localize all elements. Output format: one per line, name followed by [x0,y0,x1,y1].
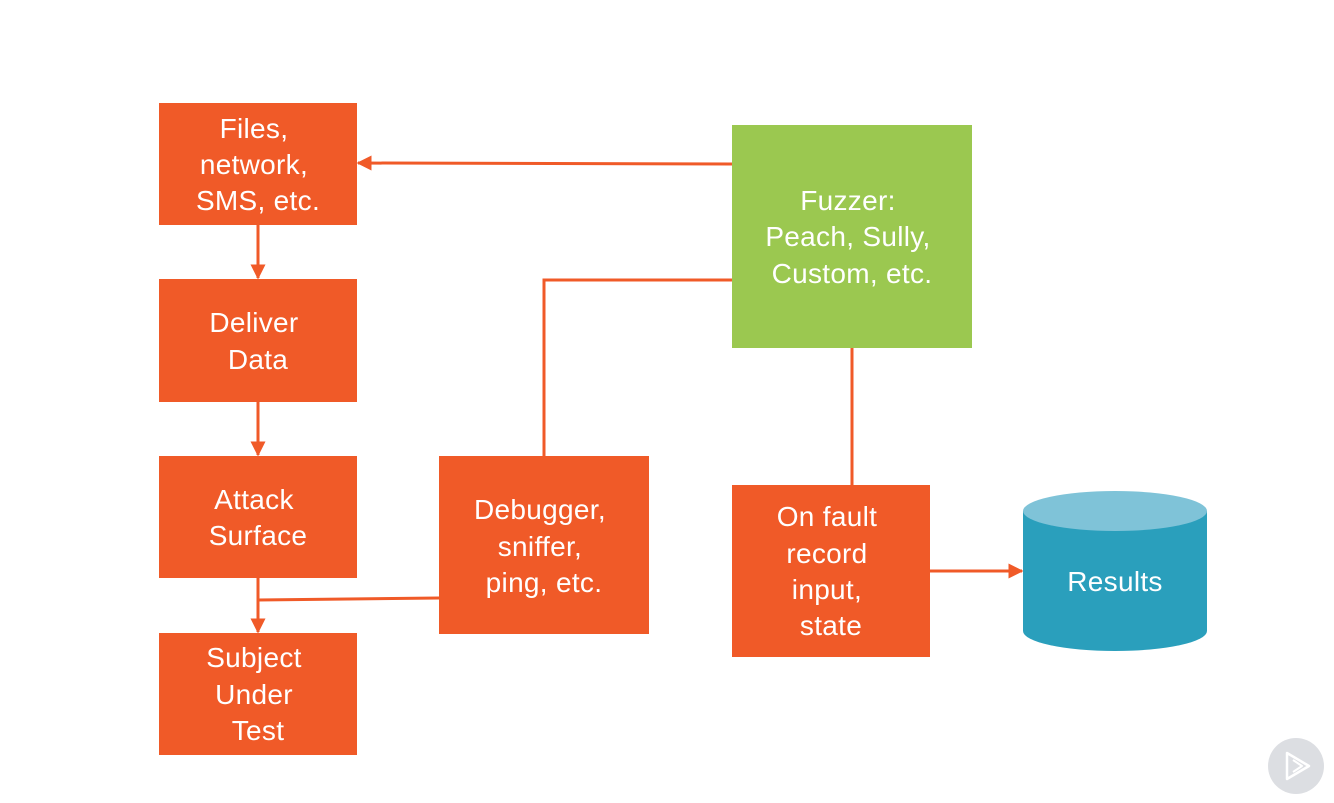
onfault-label-line: state [800,610,862,641]
line-debugger-to-subject-path [257,596,440,602]
onfault-label-line: record [786,538,867,569]
results-cylinder-body [1023,511,1207,651]
arrow-fuzzer-to-files [356,155,733,171]
node-deliver-data: Deliver Data [159,279,357,402]
play-badge[interactable] [1268,738,1324,794]
node-subject-under-test: Subject Under Test [159,633,357,755]
node-fuzzer: Fuzzer: Peach, Sully, Custom, etc. [732,125,972,348]
debugger-label-line: ping, etc. [486,567,603,598]
files-label-line: Files, [220,113,289,144]
debugger-label: Debugger, sniffer, ping, etc. [474,494,614,598]
fuzzer-label-line: Peach, Sully, [765,221,930,252]
play-icon [1285,751,1311,781]
fuzzer-label-line: Fuzzer: [800,185,895,216]
onfault-label-line: input, [792,574,862,605]
files-label: Files, network, SMS, etc. [196,113,320,216]
node-on-fault: On fault record input, state [732,485,930,657]
files-box [159,103,357,225]
subject-label-line: Test [232,715,285,746]
connectors [250,155,1024,634]
attack-label-line: Attack [214,484,294,515]
onfault-label: On fault record input, state [777,501,886,641]
files-label-line: network, [200,149,308,180]
fuzzer-box [732,125,972,348]
node-attack-surface: Attack Surface [159,456,357,578]
subject-label-line: Under [215,679,293,710]
results-label: Results [1067,566,1162,597]
onfault-box [732,485,930,657]
deliver-label-line: Data [228,344,288,375]
results-cylinder-top [1023,491,1207,531]
files-label-line: SMS, etc. [196,185,320,216]
line-fuzzer-to-debugger [542,278,732,456]
subject-label: Subject Under Test [206,642,310,746]
deliver-label-line: Deliver [209,307,298,338]
debugger-box [439,456,649,634]
onfault-label-line: On fault [777,501,877,532]
deliver-label: Deliver Data [209,307,306,375]
node-files: Files, network, SMS, etc. [159,103,357,225]
deliver-box [159,279,357,402]
subject-box [159,633,357,755]
subject-label-line: Subject [206,642,302,673]
node-results: Results [1023,491,1207,651]
results-label-line: Results [1067,566,1162,597]
fuzzer-label: Fuzzer: Peach, Sully, Custom, etc. [765,185,938,289]
attack-label: Attack Surface [209,484,308,551]
node-debugger: Debugger, sniffer, ping, etc. [439,456,649,634]
debugger-label-line: Debugger, [474,494,606,525]
debugger-label-line: sniffer, [498,531,582,562]
attack-box [159,456,357,578]
fuzzer-label-line: Custom, etc. [772,258,933,289]
attack-label-line: Surface [209,520,308,551]
